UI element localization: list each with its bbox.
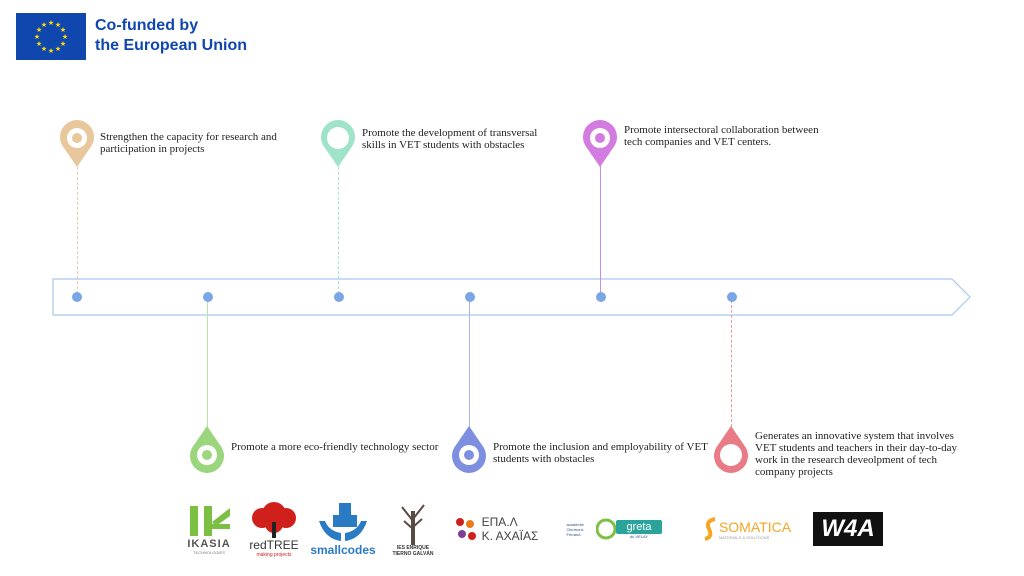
milestone-text: Promote a more eco-friendly technology s… — [231, 441, 439, 453]
timeline-arrow — [52, 278, 971, 316]
ies-logo: IES ENRIQUE TIERNO GALVÁN — [385, 496, 441, 562]
somatica-mark-icon — [704, 517, 716, 541]
somatica-logo: SOMATICA MATERIALS & SOLUTIONS — [692, 496, 802, 562]
svg-text:★: ★ — [41, 45, 47, 53]
greta-name: greta — [616, 519, 662, 534]
connector-line — [469, 300, 470, 432]
epal-logo: ΕΠΑ.Λ Κ. ΑΧΑΪΑΣ — [447, 496, 543, 562]
svg-text:★: ★ — [34, 33, 40, 41]
ikasia-sub: TECHNOLOGIES — [193, 549, 225, 555]
svg-text:★: ★ — [36, 26, 42, 34]
eu-line-2: the European Union — [95, 37, 247, 54]
timeline-dot — [72, 292, 82, 302]
ies-line-1: IES ENRIQUE — [396, 545, 430, 551]
connector-line — [600, 162, 601, 294]
svg-text:★: ★ — [48, 47, 54, 55]
connector-line — [77, 162, 78, 294]
w4a-logo: W4A — [812, 496, 884, 562]
eu-line-1: Co-funded by — [95, 17, 199, 34]
smallcodes-logo: smallcodes — [306, 496, 380, 562]
ikasia-mark-icon — [190, 505, 230, 536]
milestone-text: Strengthen the capacity for research and… — [100, 131, 277, 155]
greta-sub: du VELAY — [629, 533, 649, 539]
eu-flag-icon: ★★★ ★★★ ★★★ ★★★ — [16, 13, 86, 60]
milestone-text: Promote the development of transversal s… — [362, 127, 538, 151]
timeline-dot — [596, 292, 606, 302]
milestone-text: Promote the inclusion and employability … — [493, 441, 708, 465]
redtree-sub: making projects — [256, 552, 292, 558]
timeline-dot — [334, 292, 344, 302]
ies-line-2: TIERNO GALVÁN — [392, 551, 434, 557]
connector-line — [207, 300, 208, 432]
map-pin-icon — [452, 426, 486, 473]
svg-text:★: ★ — [55, 21, 61, 29]
redtree-name: redTREE — [249, 538, 299, 552]
somatica-sub: MATERIALS & SOLUTIONS — [718, 534, 770, 540]
map-pin-icon — [60, 120, 94, 167]
bare-tree-icon — [401, 504, 425, 545]
epal-mark-icon — [455, 518, 476, 540]
somatica-name: SOMATICA — [718, 518, 792, 535]
connector-line — [731, 300, 732, 432]
greta-logo: académie Clermont-Ferrand greta du VELAY — [549, 496, 679, 562]
w4a-name: W4A — [813, 512, 883, 546]
milestone-text: Generates an innovative system that invo… — [755, 430, 958, 478]
map-pin-icon — [583, 120, 617, 167]
timeline-dot — [465, 292, 475, 302]
map-pin-icon — [714, 426, 748, 473]
connector-line — [338, 162, 339, 294]
svg-text:★: ★ — [41, 21, 47, 29]
milestone-text: Promote intersectoral collaboration betw… — [624, 124, 819, 148]
map-pin-icon — [190, 426, 224, 473]
greta-academie: académie Clermont-Ferrand — [566, 521, 585, 537]
epal-line-1: ΕΠΑ.Λ — [481, 515, 518, 529]
blocks-hands-icon — [319, 503, 367, 541]
map-pin-icon — [321, 120, 355, 167]
svg-text:★: ★ — [36, 40, 42, 48]
epal-line-2: Κ. ΑΧΑΪΑΣ — [481, 529, 539, 543]
svg-text:★: ★ — [55, 45, 61, 53]
timeline-dot — [203, 292, 213, 302]
tree-icon — [252, 502, 296, 538]
svg-text:★: ★ — [48, 19, 54, 27]
eu-cofunded-label: Co-funded by the European Union — [95, 16, 247, 56]
redtree-logo: redTREE making projects — [244, 496, 304, 562]
smallcodes-name: smallcodes — [310, 543, 376, 557]
svg-text:★: ★ — [60, 40, 66, 48]
ikasia-name: IKASIA — [187, 537, 231, 550]
timeline-dot — [727, 292, 737, 302]
svg-text:★: ★ — [60, 26, 66, 34]
ikasia-logo: IKASIA TECHNOLOGIES — [183, 496, 235, 562]
greta-e-icon — [596, 518, 617, 540]
svg-text:★: ★ — [62, 33, 68, 41]
